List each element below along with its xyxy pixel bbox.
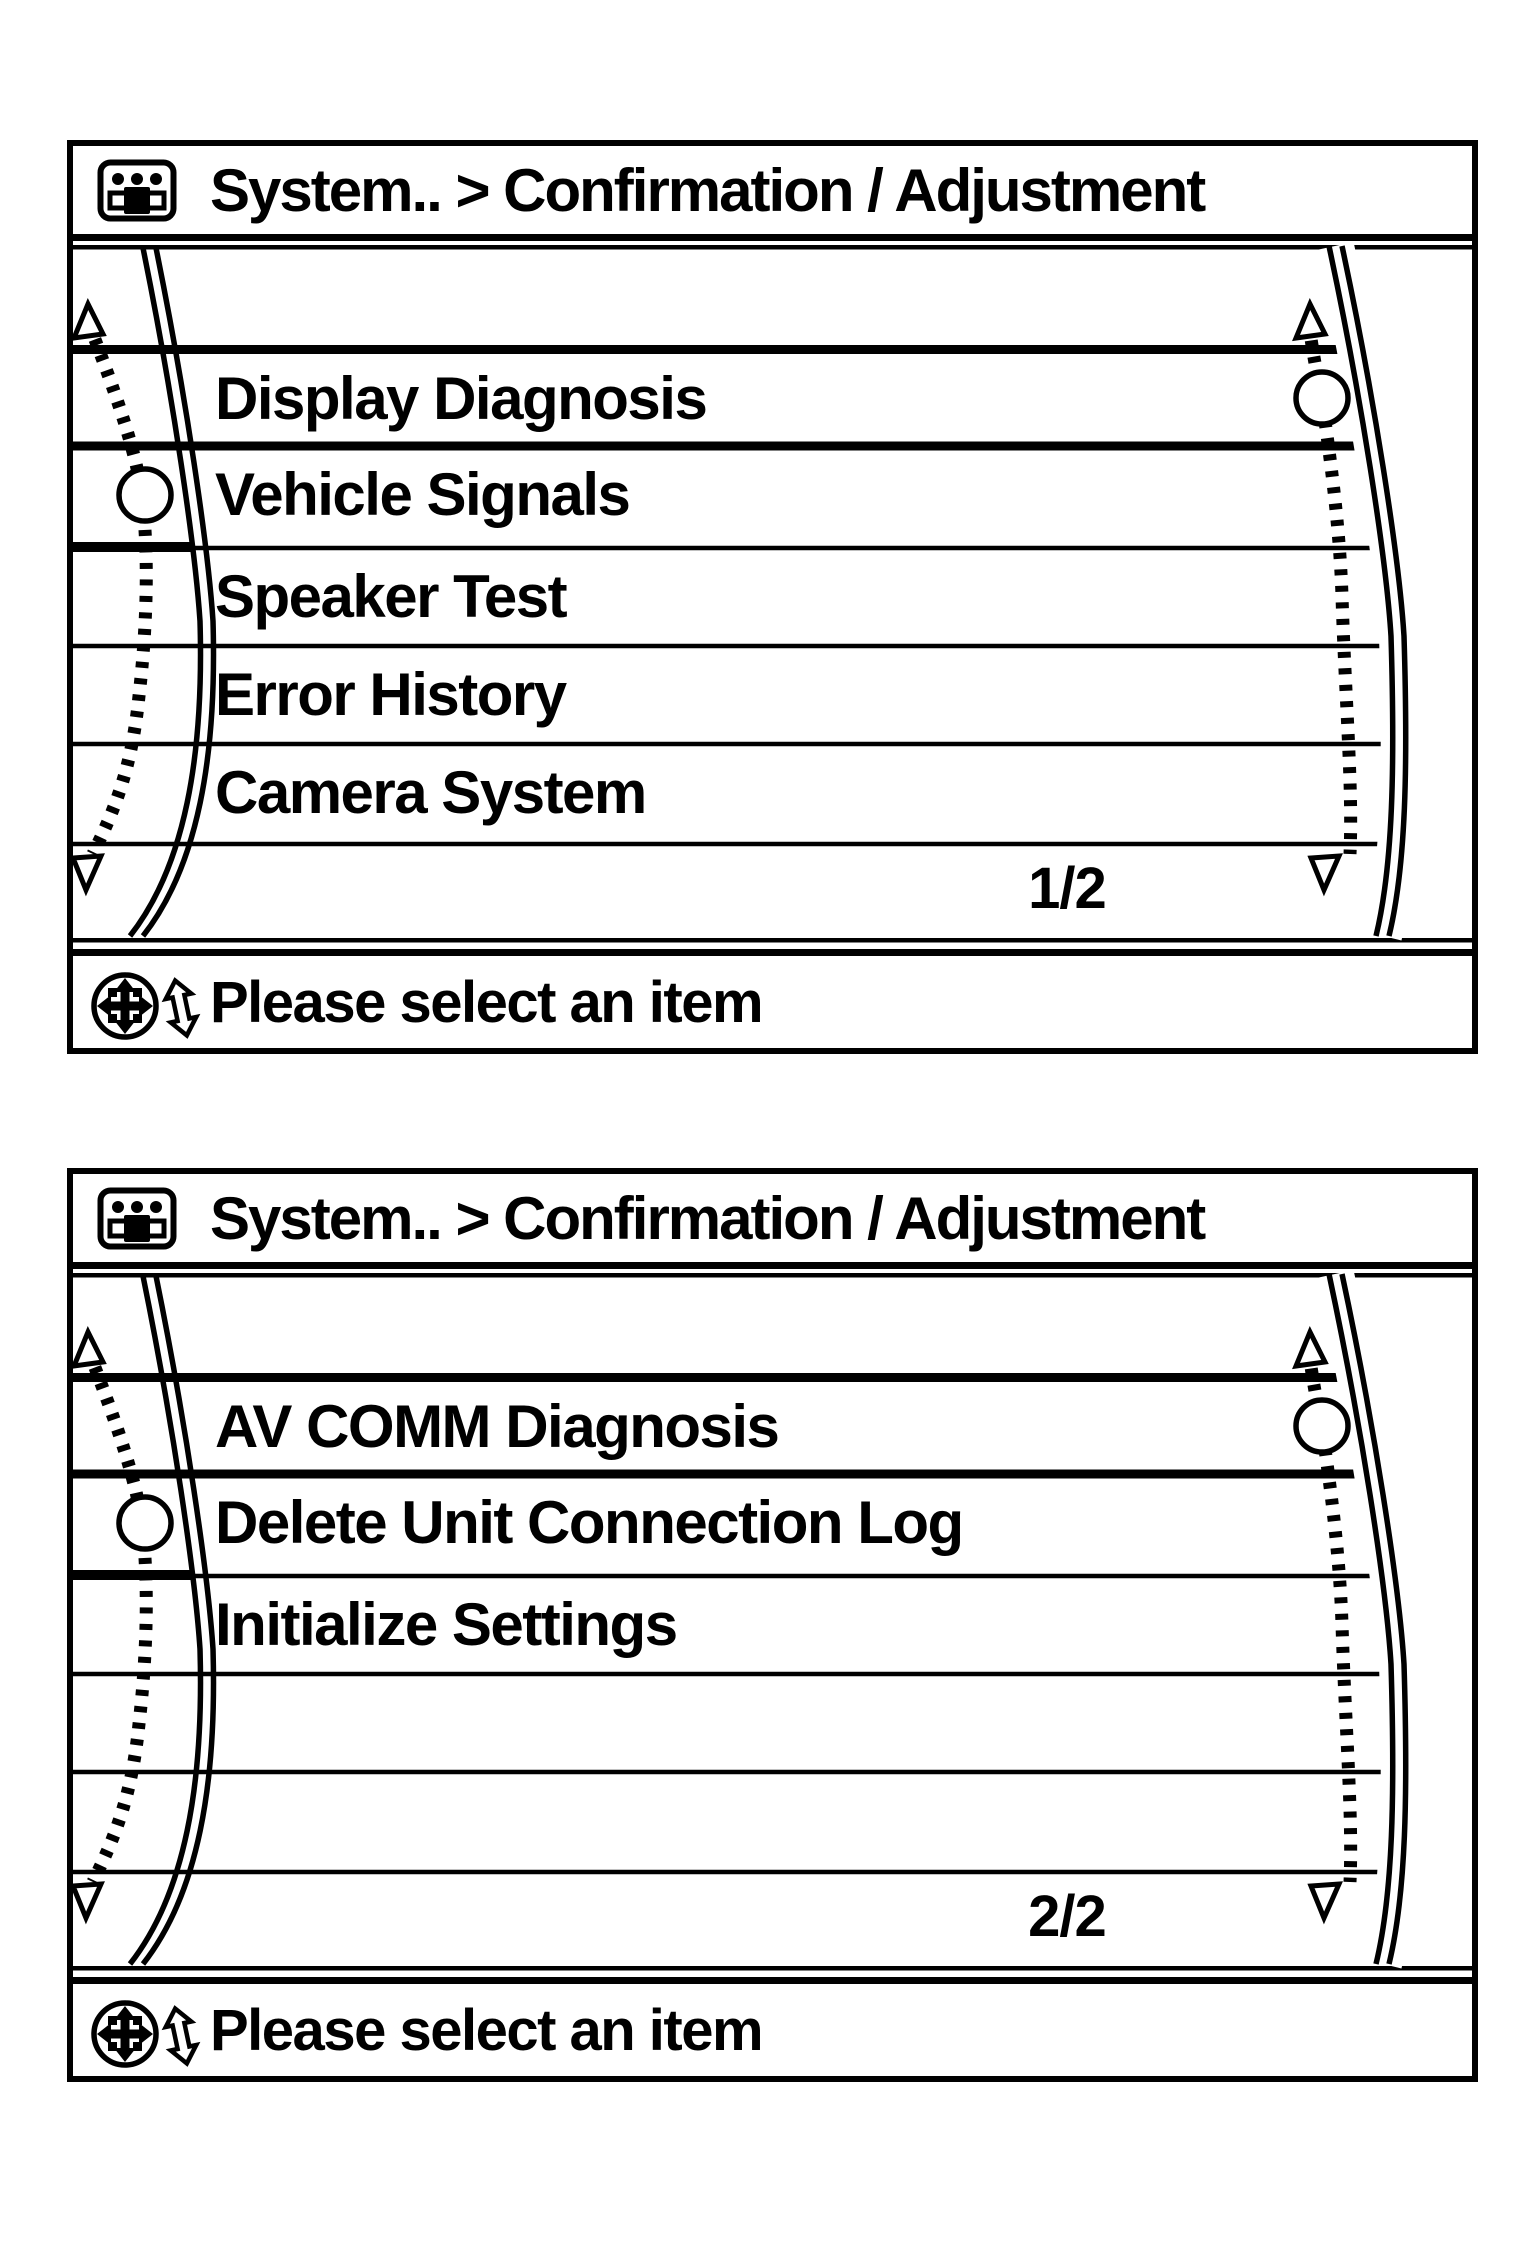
- adjustment-sliders-icon: [97, 159, 177, 222]
- right-curve-mask: [1316, 1270, 1419, 1969]
- status-icons: [91, 2000, 201, 2068]
- left-scroll-dashes: [82, 1349, 153, 1885]
- adjustment-sliders-icon: [97, 1187, 177, 1250]
- status-bar: Please select an item: [73, 949, 1472, 1048]
- scroll-up-arrow-icon[interactable]: [1292, 1325, 1329, 1370]
- menu-item[interactable]: Speaker Test: [215, 562, 568, 630]
- list-decoration: [73, 1270, 1472, 1971]
- title-bar: System.. > Confirmation / Adjustment: [73, 146, 1472, 241]
- breadcrumb-title: System.. > Confirmation / Adjustment: [210, 1184, 1206, 1252]
- row-separators: [73, 245, 1472, 943]
- left-knob-indicator: [116, 466, 174, 524]
- menu-item-selected[interactable]: Display Diagnosis: [215, 364, 708, 432]
- page-indicator: 2/2: [1028, 1884, 1107, 1949]
- right-scroll-track: [1326, 1273, 1409, 1965]
- left-knob-row-marker: [73, 542, 191, 552]
- updown-arrow-icon: [161, 977, 201, 1039]
- left-scroll-dashes: [82, 321, 153, 857]
- nav-screen-page-2: System.. > Confirmation / Adjustment AV …: [67, 1168, 1478, 2082]
- page-indicator: 1/2: [1028, 856, 1107, 921]
- menu-item[interactable]: [215, 1678, 1295, 1766]
- joystick-4way-icon: [91, 2000, 159, 2068]
- right-scroll-track: [1326, 245, 1409, 937]
- scroll-down-arrow-icon[interactable]: [73, 1881, 105, 1925]
- scroll-down-arrow-icon[interactable]: [73, 853, 105, 897]
- updown-arrow-icon: [161, 2005, 201, 2067]
- menu-item[interactable]: Camera System: [215, 758, 647, 826]
- left-knob-indicator: [116, 1494, 174, 1552]
- list-decoration: [73, 242, 1472, 943]
- left-scroll-track: [127, 1275, 217, 1966]
- scroll-up-arrow-icon[interactable]: [1292, 297, 1329, 342]
- nav-screen-page-1: System.. > Confirmation / Adjustment Dis…: [67, 140, 1478, 1054]
- left-knob-row-marker: [73, 1570, 191, 1580]
- title-bar: System.. > Confirmation / Adjustment: [73, 1174, 1472, 1269]
- scroll-up-arrow-icon[interactable]: [73, 1325, 107, 1369]
- scroll-down-arrow-icon[interactable]: [1307, 853, 1343, 897]
- menu-item[interactable]: [215, 1776, 1295, 1864]
- scroll-up-arrow-icon[interactable]: [73, 297, 107, 341]
- menu-item[interactable]: Initialize Settings: [215, 1590, 678, 1658]
- status-message: Please select an item: [210, 1997, 764, 2063]
- right-knob-indicator: [1293, 1397, 1351, 1455]
- menu-item[interactable]: Error History: [215, 660, 567, 728]
- row-separators: [73, 1273, 1472, 1971]
- joystick-4way-icon: [91, 972, 159, 1040]
- left-scroll-track: [127, 247, 217, 938]
- scroll-down-arrow-icon[interactable]: [1307, 1881, 1343, 1925]
- menu-item[interactable]: Delete Unit Connection Log: [215, 1488, 964, 1556]
- menu-item-selected[interactable]: AV COMM Diagnosis: [215, 1392, 780, 1460]
- menu-item[interactable]: Vehicle Signals: [215, 460, 631, 528]
- right-knob-indicator: [1293, 369, 1351, 427]
- status-icons: [91, 972, 201, 1040]
- right-curve-mask: [1316, 242, 1419, 941]
- status-bar: Please select an item: [73, 1977, 1472, 2076]
- breadcrumb-title: System.. > Confirmation / Adjustment: [210, 156, 1206, 224]
- status-message: Please select an item: [210, 969, 764, 1035]
- right-scroll-dashes: [1302, 323, 1358, 855]
- right-scroll-dashes: [1302, 1351, 1358, 1883]
